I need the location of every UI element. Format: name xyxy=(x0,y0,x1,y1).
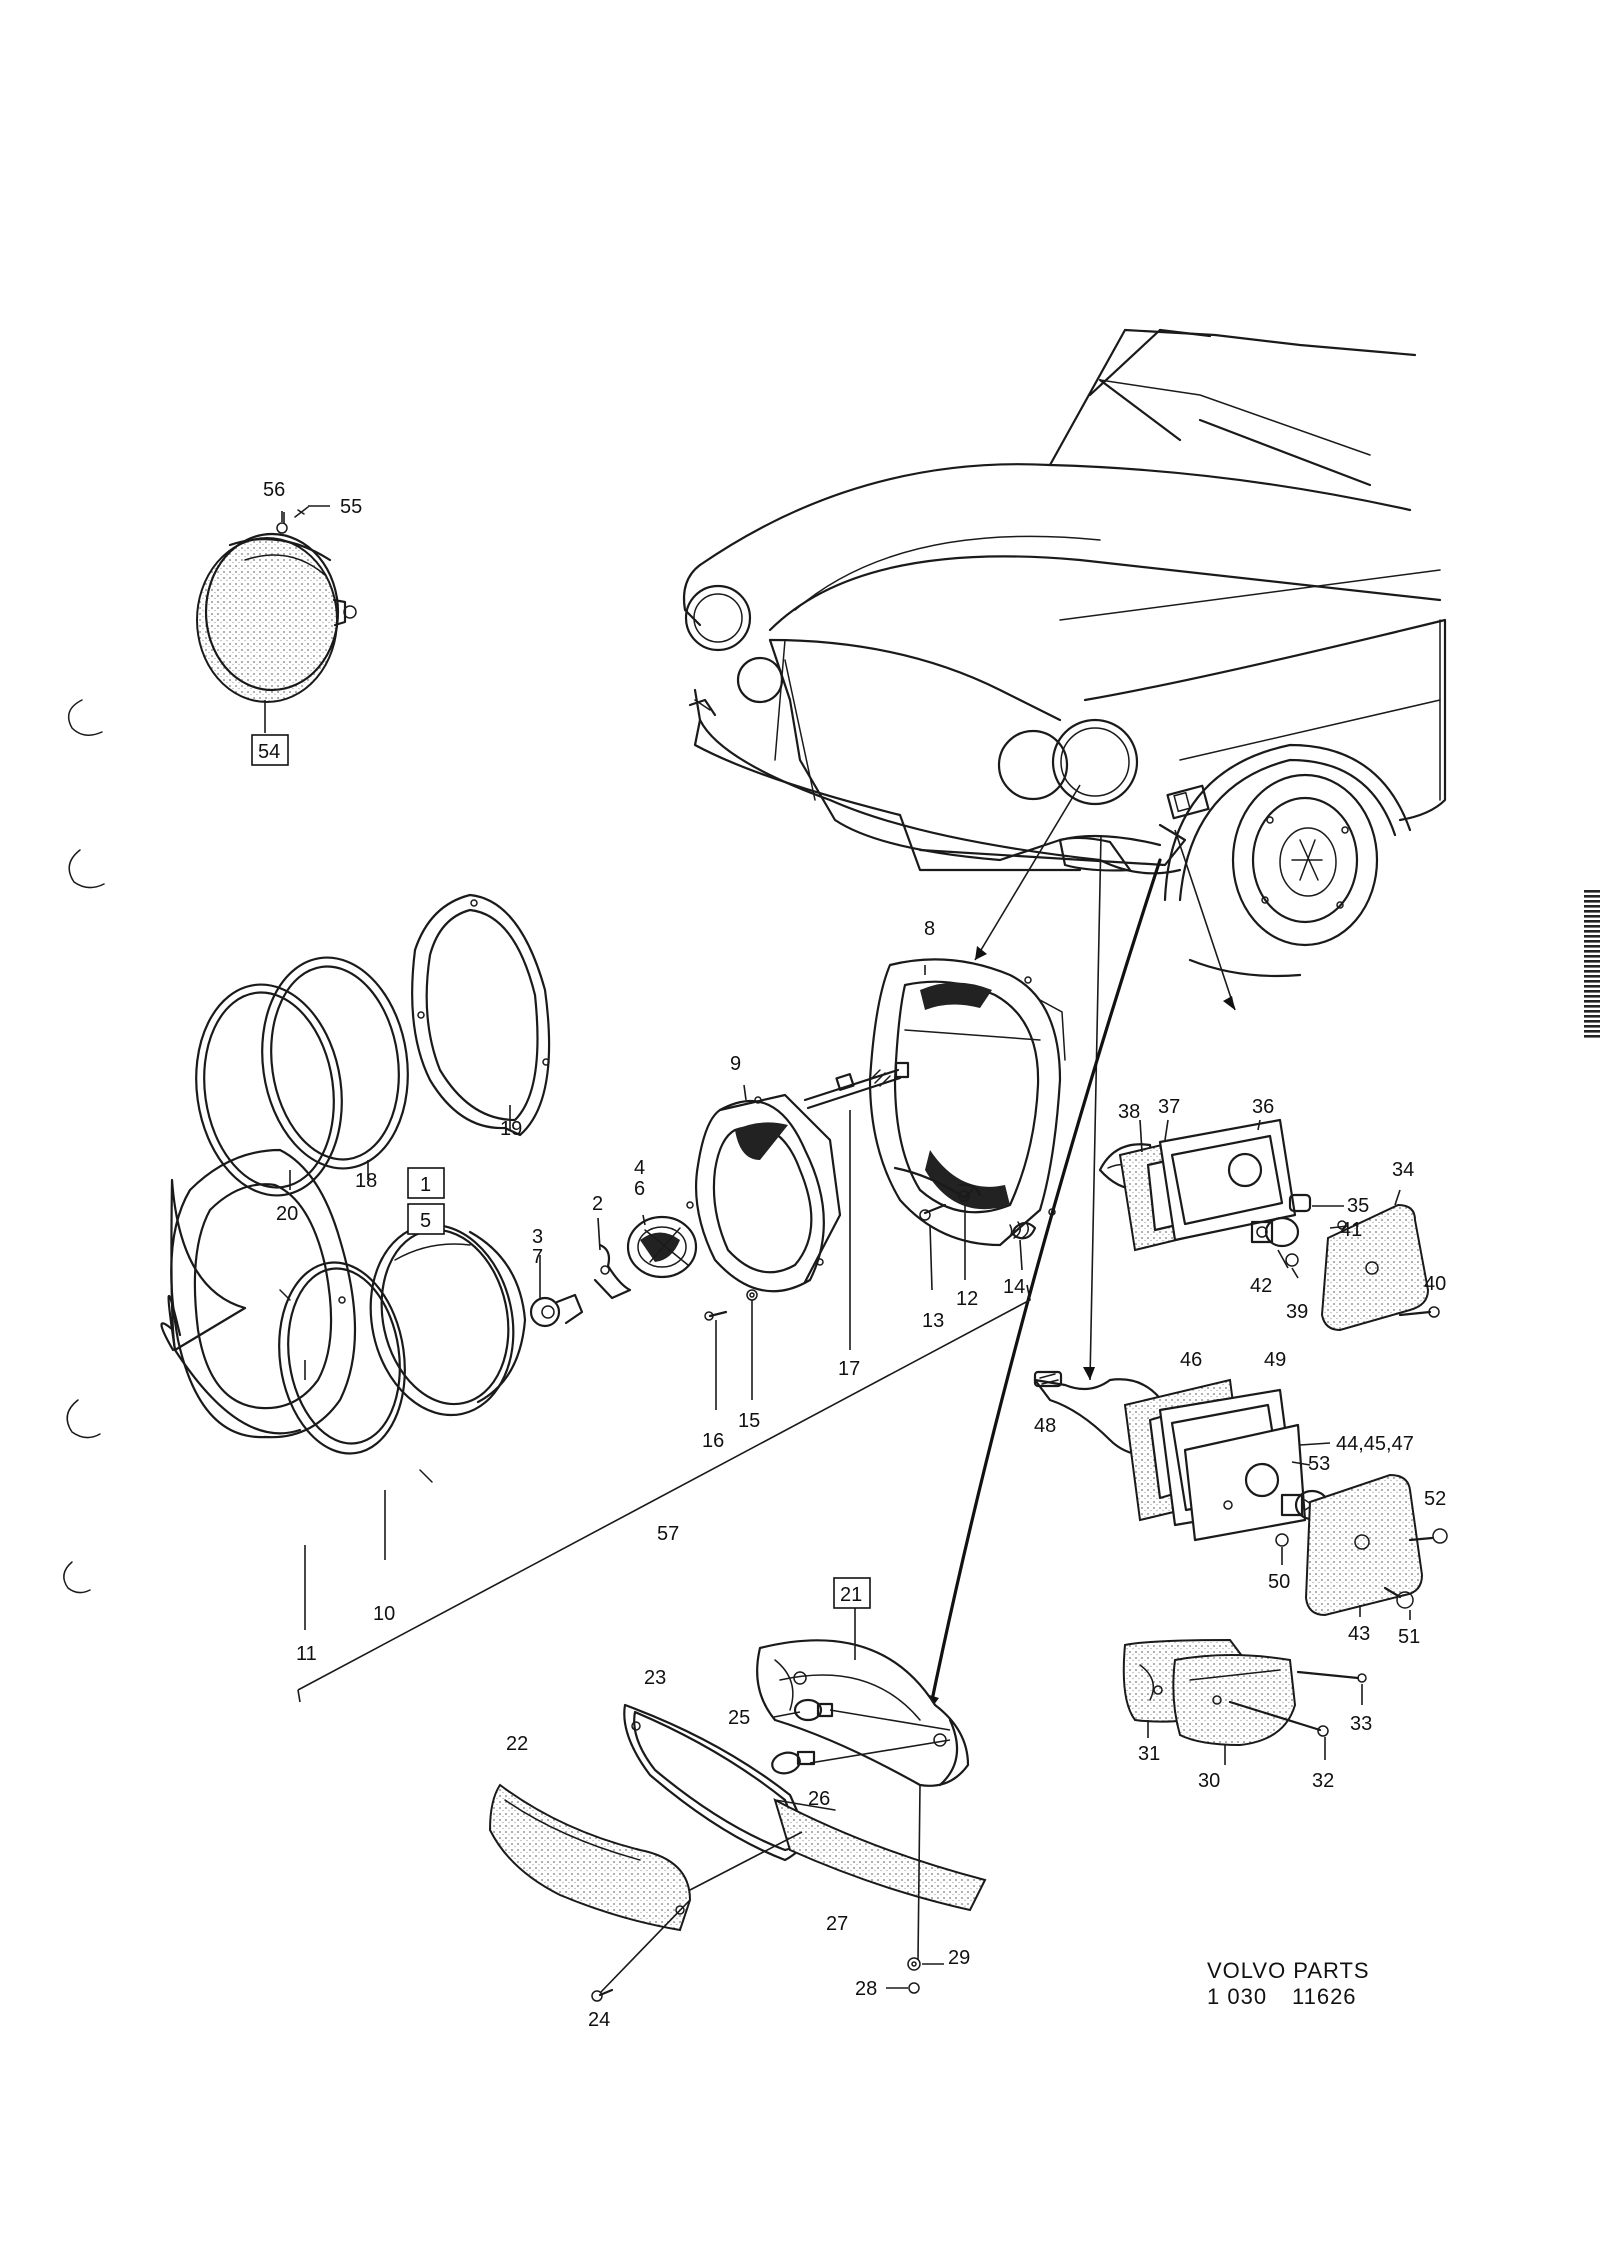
label-10: 10 xyxy=(373,1603,395,1625)
binding-holes xyxy=(63,699,105,1594)
label-34: 34 xyxy=(1392,1159,1414,1181)
car-front-illustration xyxy=(682,328,1447,978)
label-5: 5 xyxy=(420,1210,431,1232)
label-42: 42 xyxy=(1250,1275,1272,1297)
label-26: 26 xyxy=(808,1788,830,1810)
label-24: 24 xyxy=(588,2009,610,2031)
label-40: 40 xyxy=(1424,1273,1446,1295)
label-46: 46 xyxy=(1180,1349,1202,1371)
label-11: 11 xyxy=(296,1643,317,1665)
label-16: 16 xyxy=(702,1430,724,1452)
label-38: 38 xyxy=(1118,1101,1140,1123)
label-53: 53 xyxy=(1308,1453,1330,1475)
label-43: 43 xyxy=(1348,1623,1370,1645)
label-27: 27 xyxy=(826,1913,848,1935)
label-12: 12 xyxy=(956,1288,978,1310)
label-30: 30 xyxy=(1198,1770,1220,1792)
label-29: 29 xyxy=(948,1947,970,1969)
side-marker-lower xyxy=(1033,1370,1448,1620)
label-22: 22 xyxy=(506,1733,528,1755)
label-18: 18 xyxy=(355,1170,377,1192)
label-41: 41 xyxy=(1340,1219,1362,1241)
footer-title: VOLVO PARTS xyxy=(1207,1958,1370,1983)
label-14: 14 xyxy=(1003,1276,1025,1298)
label-31: 31 xyxy=(1138,1743,1160,1765)
label-1: 1 xyxy=(420,1174,431,1196)
label-37: 37 xyxy=(1158,1096,1180,1118)
leader-lines xyxy=(264,512,1023,1660)
footer-section: 1 030 xyxy=(1207,1984,1267,2009)
label-19: 19 xyxy=(500,1118,522,1140)
side-marker-upper xyxy=(1098,1118,1440,1332)
label-51: 51 xyxy=(1398,1626,1420,1648)
label-23: 23 xyxy=(644,1667,666,1689)
label-4: 4 xyxy=(634,1157,645,1179)
label-21: 21 xyxy=(840,1584,862,1606)
reference-arrows xyxy=(926,784,1236,1712)
label-44-45-47: 44,45,47 xyxy=(1336,1433,1414,1455)
label-20: 20 xyxy=(276,1203,298,1225)
label-36: 36 xyxy=(1252,1096,1274,1118)
label-17: 17 xyxy=(838,1358,860,1380)
label-8: 8 xyxy=(924,918,935,940)
label-50: 50 xyxy=(1268,1571,1290,1593)
turn-light-assembly xyxy=(488,1639,987,2002)
part-54-sealed-beam xyxy=(196,505,357,703)
label-28: 28 xyxy=(855,1978,877,2000)
label-25: 25 xyxy=(728,1707,750,1729)
part-labels: 56 55 54 8 9 19 18 20 1 5 4 6 2 3 7 17 1… xyxy=(251,479,1446,2031)
label-54: 54 xyxy=(258,741,280,763)
label-49: 49 xyxy=(1264,1349,1286,1371)
label-55: 55 xyxy=(340,496,362,518)
label-56: 56 xyxy=(263,479,285,501)
label-2: 2 xyxy=(592,1193,603,1215)
label-13: 13 xyxy=(922,1310,944,1332)
label-3: 3 xyxy=(532,1226,543,1248)
label-7: 7 xyxy=(532,1246,543,1268)
bracket-57 xyxy=(297,1284,1031,1703)
label-39: 39 xyxy=(1286,1301,1308,1323)
edge-strip xyxy=(1584,890,1600,1040)
label-48: 48 xyxy=(1034,1415,1056,1437)
marker-lamp-30-31 xyxy=(1122,1638,1367,1765)
label-32: 32 xyxy=(1312,1770,1334,1792)
footer-illustration-number: 11626 xyxy=(1292,1984,1357,2009)
label-57: 57 xyxy=(657,1523,679,1545)
footer-catalog-ref: VOLVO PARTS 1 030 11626 xyxy=(1207,1958,1370,2009)
label-15: 15 xyxy=(738,1410,760,1432)
label-9: 9 xyxy=(730,1053,741,1075)
headlight-exploded xyxy=(160,893,1066,1483)
label-52: 52 xyxy=(1424,1488,1446,1510)
label-33: 33 xyxy=(1350,1713,1372,1735)
label-6: 6 xyxy=(634,1178,645,1200)
label-35: 35 xyxy=(1347,1195,1369,1217)
